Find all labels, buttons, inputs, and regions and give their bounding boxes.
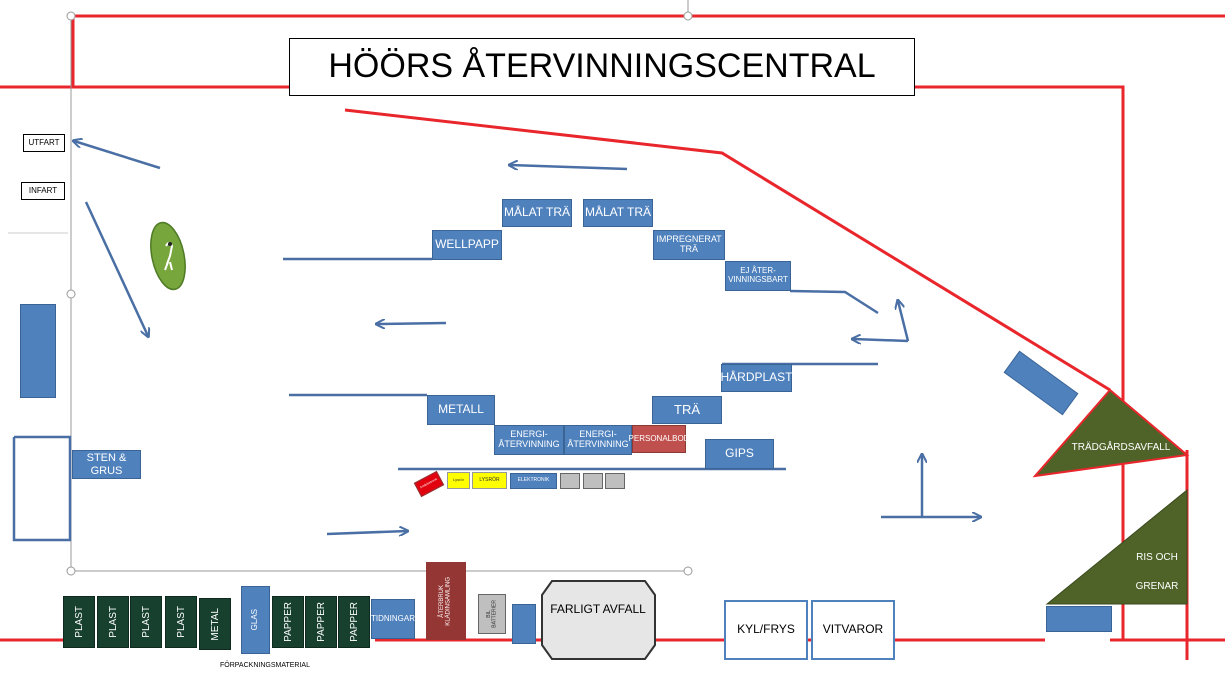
bin-papper-3-label: PAPPER <box>348 602 360 642</box>
bin-bilbatterier-label: BIL BATTERIER <box>485 600 498 628</box>
entry-label: INFART <box>21 182 65 200</box>
station-wellpapp: WELLPAPP <box>432 230 502 260</box>
bin-plast-3-label: PLAST <box>140 606 152 638</box>
bin-grey-3 <box>605 473 625 489</box>
area-kyl-frys: KYL/FRYS <box>724 600 808 660</box>
bin-lysror-2: LYSRÖR <box>472 472 507 489</box>
farligt-avfall-building <box>541 580 656 660</box>
tradgardsavfall-label: TRÄDGÅRDSAVFALL <box>1071 441 1171 453</box>
bin-metal-label: METAL <box>209 607 221 641</box>
tradgardsavfall-area <box>1032 388 1190 478</box>
station-energi-1: ENERGI- ÅTERVINNING <box>494 425 564 455</box>
bin-plast-4: PLAST <box>165 596 197 648</box>
bin-papper-1-label: PAPPER <box>282 602 294 642</box>
container-left <box>20 304 56 398</box>
container-right <box>1003 350 1079 416</box>
station-ej-atervinningsbart: EJ ÅTER- VINNINGSBART <box>725 261 791 291</box>
container-bottom-right <box>1046 606 1112 632</box>
bin-plast-2-label: PLAST <box>107 606 119 638</box>
page-title: HÖÖRS ÅTERVINNINGSCENTRAL <box>289 38 915 96</box>
site-boundary <box>0 14 1225 660</box>
bin-plast-2: PLAST <box>97 596 129 648</box>
bin-grey-1 <box>560 473 580 489</box>
station-malat-tra-1: MÅLAT TRÄ <box>502 199 572 227</box>
bin-glas: GLAS <box>241 586 270 654</box>
bin-plast-3: PLAST <box>130 596 162 648</box>
area-vitvaror: VITVAROR <box>811 600 895 660</box>
station-gips: GIPS <box>705 439 774 469</box>
station-metall: METALL <box>427 395 495 425</box>
bin-tidningar: TIDNINGAR <box>371 599 415 639</box>
stork-logo-icon <box>150 221 186 291</box>
selection-frame <box>66 0 693 576</box>
bin-bilbatterier: BIL BATTERIER <box>478 594 506 634</box>
bin-lysror-1: Lysrör <box>447 472 470 489</box>
container-small-bottom <box>512 604 536 644</box>
bin-plast-1-label: PLAST <box>73 606 85 638</box>
bin-ateranvandning-label: ÅTERBRUK KLÄDINSAMLING <box>439 576 452 626</box>
bin-papper-2-label: PAPPER <box>315 602 327 642</box>
traffic-arrows <box>74 141 980 534</box>
bin-papper-3: PAPPER <box>338 596 370 648</box>
station-impregnerat-tra: IMPREGNERAT TRÄ <box>653 230 725 260</box>
ris-grenar-area <box>1045 488 1188 605</box>
farligt-avfall-label: FARLIGT AVFALL <box>550 602 646 617</box>
bin-elektronik: ELEKTRONIK <box>510 473 557 489</box>
bin-papper-2: PAPPER <box>305 596 337 648</box>
bin-metal: METAL <box>199 598 231 650</box>
exit-label: UTFART <box>23 134 65 152</box>
grenar-label: GRENAR <box>1135 580 1179 592</box>
forpackningsmaterial-caption: FÖRPACKNINGSMATERIAL <box>220 662 310 670</box>
station-malat-tra-2: MÅLAT TRÄ <box>583 199 653 227</box>
station-personalbod: PERSONALBOD <box>629 425 689 453</box>
bin-grey-2 <box>583 473 603 489</box>
bin-ateranvandning: ÅTERBRUK KLÄDINSAMLING <box>426 562 466 640</box>
ris-och-label: RIS OCH <box>1136 551 1178 563</box>
bin-plast-1: PLAST <box>63 596 95 648</box>
station-energi-2: ENERGI- ÅTERVINNING <box>564 425 632 455</box>
station-tra: TRÄ <box>652 396 722 424</box>
bin-plast-4-label: PLAST <box>175 606 187 638</box>
station-hardplast: HÅRDPLAST <box>720 364 793 392</box>
bin-papper-1: PAPPER <box>272 596 304 648</box>
bin-glas-label: GLAS <box>250 609 260 631</box>
station-sten-grus: STEN & GRUS <box>72 450 141 479</box>
